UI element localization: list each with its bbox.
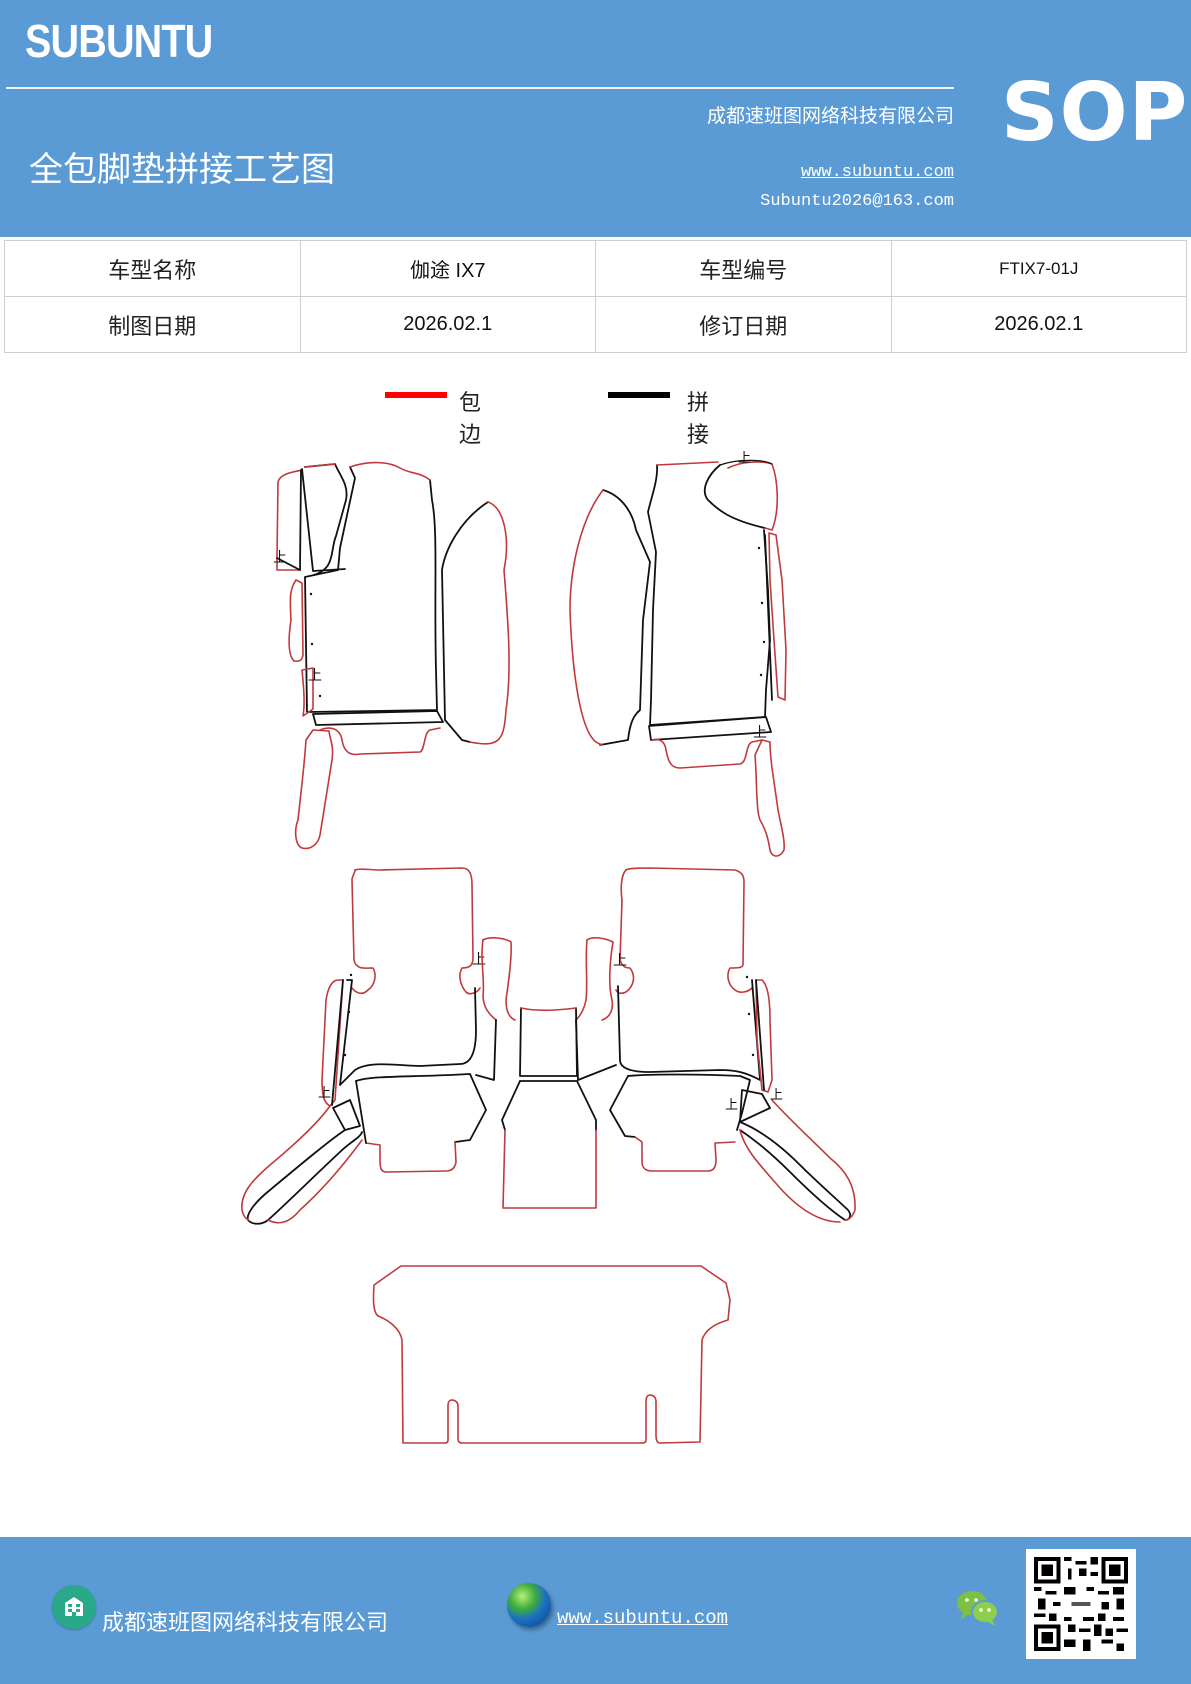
wechat-icon[interactable] xyxy=(955,1588,1001,1628)
second-row-center-mat-set xyxy=(475,937,617,1209)
brand-logo: SUBUNTU xyxy=(25,15,213,67)
vehicle-info-table: 车型名称 伽途 IX7 车型编号 FTIX7-01J 制图日期 2026.02.… xyxy=(4,240,1187,353)
svg-text:上: 上 xyxy=(273,550,287,566)
revision-date-value: 2026.02.1 xyxy=(890,296,1187,353)
table-row: 车型名称 伽途 IX7 车型编号 FTIX7-01J xyxy=(4,240,1187,297)
footer-banner: 成都速班图网络科技有限公司 www.subuntu.com xyxy=(0,1537,1191,1684)
mat-layout-diagram: 上 上 上 xyxy=(0,440,1191,1460)
black-line-swatch xyxy=(608,392,670,398)
building-icon xyxy=(52,1585,96,1629)
front-right-mat-set: 上 上 xyxy=(569,451,787,857)
drawing-date-value: 2026.02.1 xyxy=(299,296,596,353)
footer-website-link[interactable]: www.subuntu.com xyxy=(557,1607,729,1629)
third-row-mat xyxy=(372,1265,731,1444)
drawing-date-label: 制图日期 xyxy=(4,296,301,353)
svg-text:上: 上 xyxy=(472,952,486,968)
second-row-right-mat-set: 上 上 上 xyxy=(609,867,856,1223)
svg-text:上: 上 xyxy=(770,1088,783,1103)
svg-text:上: 上 xyxy=(308,668,322,684)
svg-text:上: 上 xyxy=(613,953,627,969)
model-code-label: 车型编号 xyxy=(595,240,892,297)
svg-text:上: 上 xyxy=(738,451,751,466)
website-link[interactable]: www.subuntu.com xyxy=(800,163,954,182)
model-code-value: FTIX7-01J xyxy=(890,240,1187,297)
table-row: 制图日期 2026.02.1 修订日期 2026.02.1 xyxy=(4,296,1187,353)
legend-label: 拼接 xyxy=(687,391,710,448)
model-name-value: 伽途 IX7 xyxy=(299,240,596,297)
globe-icon xyxy=(507,1583,551,1627)
header-banner: SUBUNTU 全包脚垫拼接工艺图 成都速班图网络科技有限公司 www.subu… xyxy=(0,0,1191,237)
svg-text:上: 上 xyxy=(753,725,767,741)
revision-date-label: 修订日期 xyxy=(595,296,892,353)
second-row-left-mat-set: 上 上 xyxy=(241,867,487,1225)
svg-text:上: 上 xyxy=(725,1098,738,1113)
footer-company-name: 成都速班图网络科技有限公司 xyxy=(102,1611,389,1636)
svg-text:上: 上 xyxy=(318,1086,331,1101)
front-left-mat-set: 上 上 xyxy=(273,461,510,850)
sop-badge: SOP xyxy=(1001,66,1189,159)
header-divider xyxy=(6,87,954,89)
red-line-swatch xyxy=(385,392,447,398)
email-address[interactable]: Subuntu2026@163.com xyxy=(760,192,954,211)
company-name: 成都速班图网络科技有限公司 xyxy=(706,105,954,127)
legend-label: 包边 xyxy=(459,391,482,448)
qr-code xyxy=(1026,1549,1136,1659)
page-title: 全包脚垫拼接工艺图 xyxy=(29,150,335,190)
model-name-label: 车型名称 xyxy=(4,240,301,297)
